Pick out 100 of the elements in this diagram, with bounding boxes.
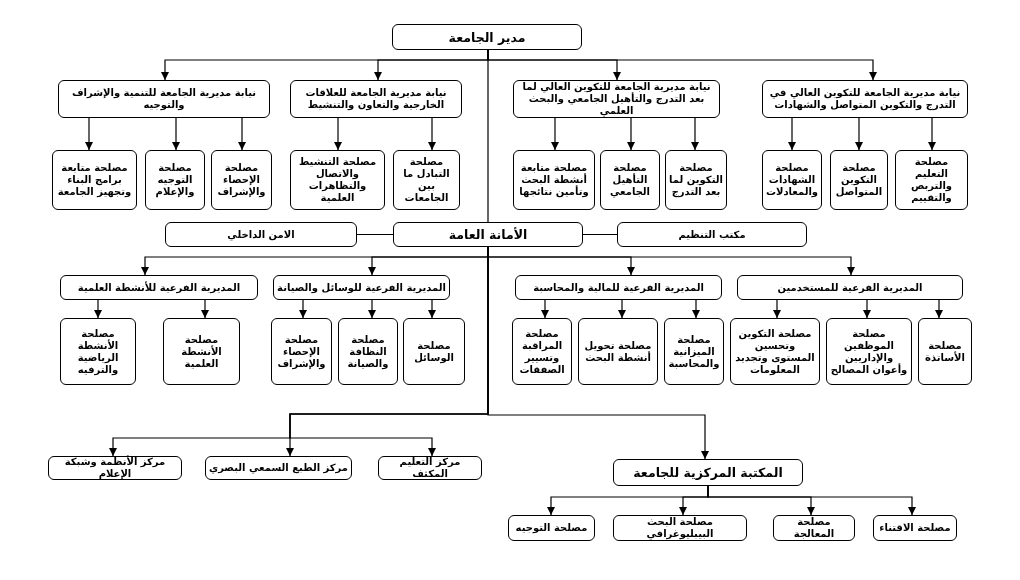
connector-arrow (692, 299, 700, 319)
unit-name: مصلحة التعليم والتربص والتقييم (909, 156, 954, 204)
connector-arrow (618, 299, 626, 319)
unit-name: مصلحة متابعة برامج البناء وتجهيز الجامعة (56, 162, 133, 198)
org-unit-box (60, 318, 136, 385)
unit-name: مصلحة الأنشطة الرياضية والترفيه (76, 327, 120, 376)
org-unit-box (290, 150, 385, 210)
connector-arrow (428, 117, 436, 151)
connector-arrow (172, 117, 180, 151)
unit-name: المديرية الفرعية للمستخدمين (777, 281, 923, 294)
org-unit-box (600, 150, 660, 210)
org-unit-box (273, 275, 450, 300)
org-unit-box (762, 80, 968, 118)
org-unit-box (895, 150, 968, 210)
org-unit-box (665, 150, 727, 210)
connector-arrow (691, 117, 699, 151)
org-unit-box (873, 515, 957, 541)
connector-arrow (773, 299, 781, 319)
connector-arrow (928, 117, 936, 151)
unit-name: مكتب التنظيم (678, 228, 746, 241)
org-unit-box (393, 150, 460, 210)
connector-arrow (428, 299, 436, 319)
unit-name: مصلحة البحث البيبليوغرافي (645, 516, 715, 540)
unit-name: المديرية الفرعية للمالية والمحاسبة (533, 281, 704, 294)
unit-name: مصلحة الاقتناء (879, 522, 951, 534)
org-unit-box (211, 150, 272, 210)
org-unit-box (290, 80, 462, 118)
connector-arrow (788, 117, 796, 151)
unit-name: مصلحة المعالجة (792, 516, 836, 540)
unit-name: مصلحة متابعة أنشطة البحث وتأمين نتائجها (518, 162, 590, 198)
unit-name: مصلحة التبادل ما بين الجامعات (402, 156, 451, 204)
org-unit-box (378, 456, 482, 480)
org-unit-box (48, 456, 182, 480)
unit-name: مصلحة الإحصاء والإشراف (276, 333, 327, 370)
unit-name: مصلحة التوجيه (515, 522, 588, 534)
connector-arrow (547, 485, 709, 516)
connector-arrow (935, 299, 943, 319)
unit-name: نيابة مديرية الجامعة للعلاقات الخارجية والتعاون والتنشيط (304, 87, 448, 111)
org-unit-box (512, 318, 572, 385)
unit-name: مصلحة التأهيل الجامعي (608, 162, 652, 198)
org-unit-box (918, 318, 972, 385)
unit-name: مصلحة التكوين لما بعد التدرج (668, 162, 724, 198)
org-unit-box (737, 275, 963, 300)
unit-name: نيابة مديرية الجامعة للتنمية والإشراف والتوجيه (70, 87, 258, 111)
org-unit-box (508, 515, 595, 541)
org-unit-box (664, 318, 724, 385)
connector-arrow (627, 117, 635, 151)
org-unit-box (58, 80, 270, 118)
connector-arrow (85, 117, 93, 151)
unit-name: نيابة مديرية الجامعة للتكوين العالي لما بعد التدرج والتأهيل الجامعي والبحث العلمي (521, 81, 712, 117)
unit-name: المكتبة المركزية للجامعة (633, 465, 783, 480)
org-unit-box (613, 515, 747, 541)
connector-arrow (201, 299, 209, 319)
org-unit-box (617, 222, 807, 247)
org-unit-box (338, 318, 398, 385)
unit-name: مصلحة التوجيه والإعلام (154, 162, 196, 198)
unit-name: مصلحة الميزانية والمحاسبة (667, 333, 721, 370)
unit-name: نيابة مديرية الجامعة للتكوين العالي في التدرج والتكوين المتواصل والشهادات (768, 87, 962, 111)
org-unit-box (60, 275, 258, 300)
connector-arrow (551, 117, 559, 151)
unit-name: مصلحة تحويل أنشطة البحث (583, 339, 653, 364)
org-unit-box (403, 318, 465, 385)
org-unit-box (826, 318, 912, 385)
unit-name: مصلحة الأنشطة العلمية (180, 333, 223, 370)
unit-name: الأمانة العامة (448, 227, 528, 242)
connector-arrow (368, 299, 376, 319)
unit-name: مصلحة الأساتذة (924, 339, 966, 364)
connector-arrow (94, 299, 102, 319)
connector-arrow (334, 117, 342, 151)
connector-arrow (863, 299, 871, 319)
org-unit-box (52, 150, 137, 210)
unit-name: مصلحة الشهادات والمعادلات (765, 162, 819, 198)
org-unit-box (578, 318, 658, 385)
connector-arrow (541, 299, 549, 319)
unit-name: مدير الجامعة (448, 29, 526, 45)
connector-arrow (238, 117, 246, 151)
unit-name: مصلحة التنشيط والاتصال والتظاهرات العلمية (297, 156, 378, 204)
unit-name: مصلحة النظافة والصيانة (346, 333, 390, 370)
unit-name: المديرية الفرعية للأنشطة العلمية (77, 281, 241, 294)
org-unit-box (392, 24, 582, 50)
org-unit-box (393, 222, 583, 247)
unit-name: مركز الطبع السمعي البصري (208, 462, 349, 474)
unit-name: مصلحة المراقبة وتسيير الصفقات (518, 327, 566, 376)
org-unit-box (205, 456, 352, 480)
unit-name: مصلحة التكوين وتحسين المستوى وتجديد المعلومات (734, 327, 816, 376)
unit-name: مصلحة التكوين المتواصل (834, 162, 884, 198)
connector-arrow (299, 299, 307, 319)
org-unit-box (773, 515, 855, 541)
connector-arrow (855, 117, 863, 151)
unit-name: مركز الأنظمة وشبكة الإعلام (63, 456, 167, 480)
org-unit-box (730, 318, 820, 385)
org-unit-box (613, 459, 803, 486)
unit-name: الامن الداخلي (227, 228, 295, 241)
org-unit-box (165, 222, 357, 247)
org-unit-box (830, 150, 888, 210)
unit-name: مصلحة الوسائل (413, 339, 455, 364)
org-unit-box (762, 150, 822, 210)
org-unit-box (271, 318, 332, 385)
org-unit-box (163, 318, 240, 385)
org-unit-box (145, 150, 205, 210)
